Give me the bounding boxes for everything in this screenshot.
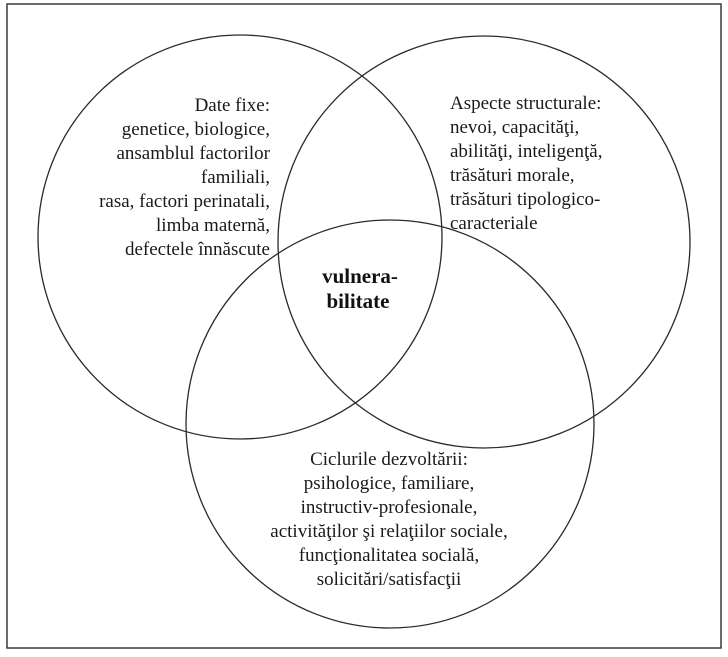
center-label-line: vulnera-: [322, 264, 398, 288]
bottom-set-line: instructiv-profesionale,: [301, 497, 478, 518]
right-set-line: caracteriale: [450, 213, 538, 234]
bottom-set-text: Ciclurile dezvoltării: psihologice, fami…: [270, 449, 507, 590]
left-set-text: Date fixe: genetice, biologice, ansamblu…: [99, 95, 271, 260]
circle-bottom: [185, 219, 595, 629]
left-set-line: defectele înnăscute: [125, 239, 270, 260]
left-set-line: limba maternă,: [156, 215, 270, 236]
center-label: vulnera- bilitate: [322, 264, 398, 313]
bottom-set-line: psihologice, familiare,: [304, 473, 474, 494]
right-set-line: abilităţi, inteligenţă,: [450, 141, 602, 162]
bottom-set-line: activităţilor şi relaţiilor sociale,: [270, 521, 507, 542]
left-set-line: genetice, biologice,: [122, 119, 270, 140]
left-set-title: Date fixe:: [195, 95, 270, 116]
frame-border: [6, 3, 722, 649]
left-set-line: rasa, factori perinatali,: [99, 191, 270, 212]
left-set-line: ansamblul factorilor: [116, 143, 270, 164]
right-set-line: trăsături tipologico-: [450, 189, 600, 210]
left-set-line: familiali,: [201, 167, 270, 188]
circle-right: [277, 35, 691, 449]
right-set-line: nevoi, capacităţi,: [450, 117, 579, 138]
bottom-set-line: funcţionalitatea socială,: [299, 545, 479, 566]
bottom-set-title: Ciclurile dezvoltării:: [310, 449, 468, 470]
right-set-title: Aspecte structurale:: [450, 93, 601, 114]
center-label-line: bilitate: [327, 289, 390, 313]
right-set-line: trăsături morale,: [450, 165, 575, 186]
right-set-text: Aspecte structurale: nevoi, capacităţi, …: [450, 93, 602, 234]
bottom-set-line: solicitări/satisfacţii: [317, 569, 462, 590]
circle-left: [37, 34, 443, 440]
